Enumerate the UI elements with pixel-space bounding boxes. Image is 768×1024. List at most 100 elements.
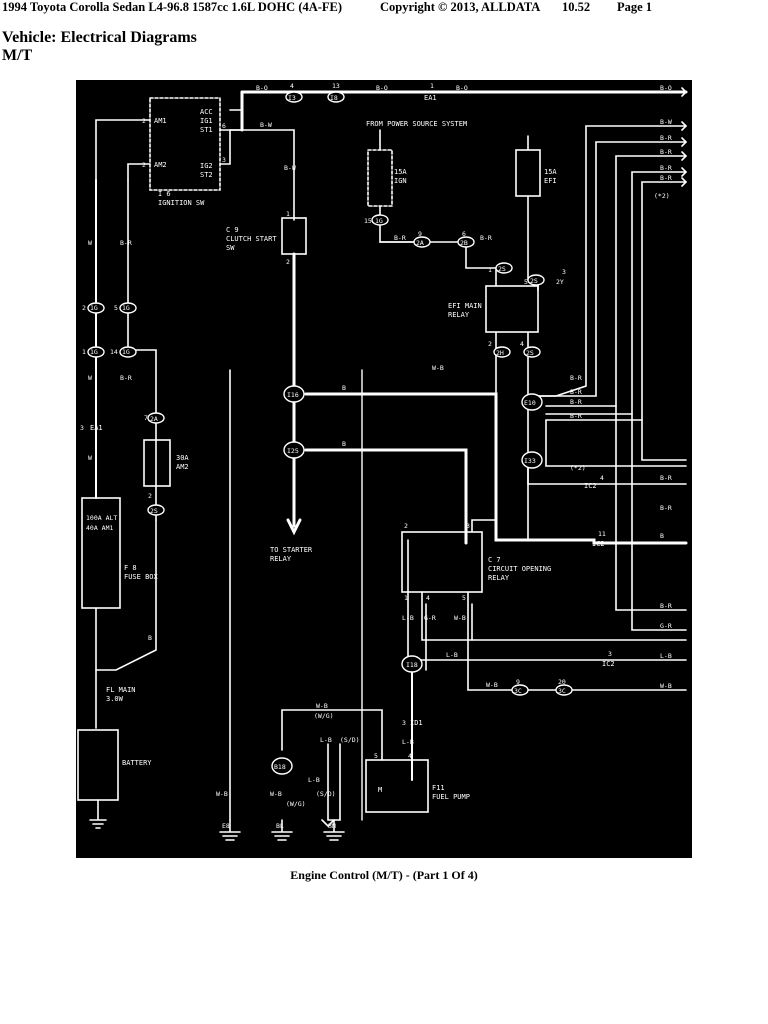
label-conn: 5 — [114, 304, 118, 312]
label-conn: 15 — [364, 217, 372, 225]
label-wire: B-R — [660, 174, 672, 182]
label-wire: L-B — [402, 738, 414, 746]
label-wire: B-R — [570, 412, 582, 420]
label-conn: IC2 — [592, 540, 605, 548]
label-efi-conn: 2H — [496, 349, 504, 357]
label-wire: B-R — [660, 504, 672, 512]
label-efi-pin: 2 — [488, 340, 492, 348]
label-wire: W-B — [486, 681, 498, 689]
label-fuse: 15A — [394, 168, 407, 176]
label-wire: B-W — [284, 164, 296, 172]
label-conn: I8 — [330, 94, 338, 102]
label-clutch-pin: 2 — [286, 258, 290, 266]
label-conn: 4 — [600, 474, 604, 482]
label-wire: W — [88, 239, 92, 247]
label-conn: B18 — [274, 763, 286, 771]
label-note: (*2) — [570, 464, 586, 472]
label-ig2: IG2 — [200, 162, 213, 170]
label-wire: B-O — [256, 84, 268, 92]
label-conn: EA1 — [90, 424, 103, 432]
label-wire: W-B — [316, 702, 328, 710]
wires — [77, 87, 688, 841]
label-cor: C 7 — [488, 556, 501, 564]
fuel-pump-motor-icon: M — [378, 786, 382, 794]
label-fusebox: 100A ALT — [86, 514, 117, 522]
label-cor-pin: 2 — [404, 522, 408, 530]
label-fp-pin: 4 — [408, 752, 412, 760]
label-conn: 2S — [150, 507, 158, 515]
label-conn: 1 — [82, 348, 86, 356]
label-conn: 2A — [416, 239, 424, 247]
label-conn: 11 — [598, 530, 606, 538]
label-wire: (W/G) — [286, 800, 306, 808]
label-conn: ID1 — [410, 719, 423, 727]
label-wire: W — [88, 454, 92, 462]
label-wire: B-R — [570, 374, 582, 382]
label-conn: 14 — [110, 348, 118, 356]
label-wire: L-B — [308, 776, 320, 784]
label-cor: RELAY — [488, 574, 510, 582]
label-conn: I3 — [288, 94, 296, 102]
version-number: 10.52 — [562, 0, 591, 14]
wiring-diagram-svg: ACC IG1 ST1 IG2 ST2 AM1 AM2 2 2 6 3 I 6 … — [77, 82, 688, 841]
label-st2: ST2 — [200, 171, 213, 179]
label-conn: 9 — [418, 230, 422, 238]
label-clutch-pin: 1 — [286, 210, 290, 218]
label-efi-relay: EFI MAIN — [448, 302, 482, 310]
label-wire: B-W — [660, 118, 672, 126]
label-cor-pin: 5 — [462, 594, 466, 602]
label-wire: B-R — [480, 234, 492, 242]
label-ground: BM — [328, 822, 336, 830]
label-st1: ST1 — [200, 126, 213, 134]
label-power-source: FROM POWER SOURCE SYSTEM — [366, 120, 467, 128]
label-wire: B-R — [660, 134, 672, 142]
label-wire: G-R — [660, 622, 672, 630]
label-am2: AM2 — [154, 161, 167, 169]
label-conn: 1G — [90, 304, 98, 312]
label-conn: 4 — [290, 82, 294, 90]
label-wire: L-B — [660, 652, 672, 660]
label-battery: BATTERY — [122, 759, 152, 767]
diagram-labels: ACC IG1 ST1 IG2 ST2 AM1 AM2 2 2 6 3 I 6 … — [80, 82, 672, 830]
label-conn: 13 — [332, 82, 340, 90]
label-wire: (S/D) — [340, 736, 360, 744]
label-wire: W — [88, 374, 92, 382]
label-wire: B-R — [660, 474, 672, 482]
label-wire: L-B — [402, 614, 414, 622]
label-efi-pin: 5 — [524, 278, 528, 286]
label-efi-pin: 1 — [488, 266, 492, 274]
label-wire: G-R — [424, 614, 436, 622]
label-fp-pin: 5 — [374, 752, 378, 760]
label-wire: B — [342, 440, 346, 448]
label-wire: W-B — [660, 682, 672, 690]
label-fuse: IGN — [394, 177, 407, 185]
label-conn: EA1 — [424, 94, 437, 102]
label-conn: 9 — [516, 678, 520, 686]
label-ground: E8 — [222, 822, 230, 830]
label-wire: B-R — [120, 239, 132, 247]
label-wire: (W/G) — [314, 712, 334, 720]
label-cor-pin: 3 — [466, 522, 470, 530]
title-line-1: Vehicle: Electrical Diagrams — [2, 29, 197, 46]
label-wire: (S/D) — [316, 790, 336, 798]
label-fl-main: 3.0W — [106, 695, 124, 703]
label-efi-conn: 2S — [498, 265, 506, 273]
label-acc: ACC — [200, 108, 213, 116]
label-am1: AM1 — [154, 117, 167, 125]
label-cor-pin: 4 — [426, 594, 430, 602]
label-ign-pin: 6 — [222, 122, 226, 130]
label-starter: RELAY — [270, 555, 292, 563]
label-wire: B — [660, 532, 664, 540]
label-ig1: IG1 — [200, 117, 213, 125]
label-wire: B-R — [120, 374, 132, 382]
label-conn: 1 — [430, 82, 434, 90]
label-wire: B-R — [570, 388, 582, 396]
label-wire: W-B — [216, 790, 228, 798]
label-efi-conn: 2S — [530, 277, 538, 285]
connector-markers — [87, 91, 573, 775]
label-wire: B-O — [456, 84, 468, 92]
label-conn: 3 — [402, 719, 406, 727]
label-cor: CIRCUIT OPENING — [488, 565, 551, 573]
label-conn: 1G — [90, 348, 98, 356]
label-conn: 3C — [514, 687, 522, 695]
